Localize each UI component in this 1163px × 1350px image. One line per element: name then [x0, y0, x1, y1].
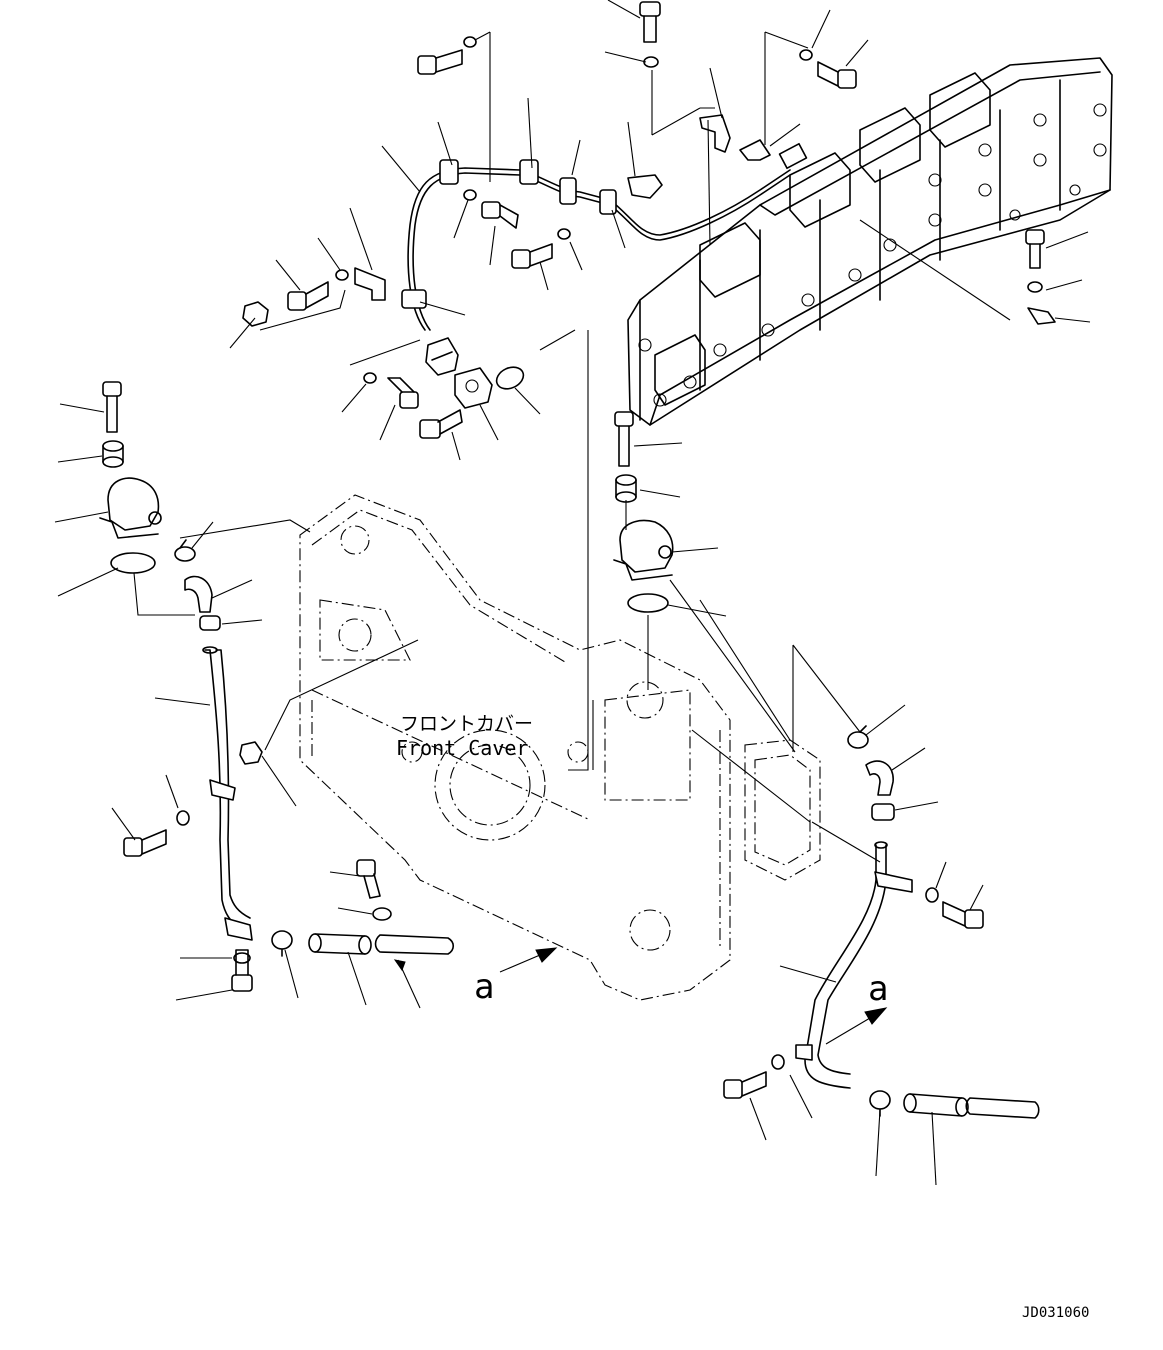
o-ring-icon: [110, 552, 156, 574]
coolant-pipe-left: [202, 646, 253, 941]
front-cover-label-jp: フロントカバー: [400, 713, 533, 735]
rubber-hose: [903, 1093, 969, 1117]
washer-icon: [463, 36, 477, 48]
harness-bracket-right: [699, 114, 731, 153]
bolt-icon: [481, 201, 519, 229]
bolt-icon: [356, 859, 381, 899]
view-marker-left: a: [474, 967, 494, 1007]
harness-bracket-far-right: [739, 139, 771, 161]
bracket-clip-icon: [1027, 307, 1056, 325]
washer-icon: [372, 907, 392, 921]
washer-icon: [1027, 281, 1043, 293]
view-arrow-right: [825, 1007, 888, 1045]
washer-icon: [771, 1054, 785, 1070]
bolt-icon: [1025, 229, 1045, 269]
pipe-fitting: [965, 1097, 1040, 1119]
hose-clamp-icon: [871, 803, 895, 821]
hose-clamp-icon: [271, 930, 293, 957]
hose-clamp-icon: [847, 725, 869, 749]
washer-icon: [335, 269, 349, 281]
drawing-id: JD031060: [1022, 1305, 1089, 1321]
bolt-icon: [639, 1, 661, 43]
hose-clamp-icon: [199, 615, 221, 631]
washer-icon: [925, 887, 939, 903]
pipe-fitting: [374, 934, 455, 972]
rubber-hose: [308, 933, 372, 955]
cylinder-head: [627, 57, 1113, 426]
elbow-hose: [865, 760, 894, 796]
bolt-icon: [417, 49, 463, 75]
washer-icon: [557, 228, 571, 240]
hose-clamp-icon: [174, 539, 196, 562]
view-marker-right: a: [868, 969, 888, 1009]
bolt-icon: [419, 409, 463, 439]
bolt-icon: [387, 377, 419, 409]
thermostat-housing-left: [99, 477, 162, 539]
spacer-collar: [102, 440, 124, 468]
sensor: [425, 337, 459, 376]
bolt-icon: [231, 949, 253, 992]
elbow-hose: [184, 575, 213, 613]
spacer-collar: [615, 474, 637, 503]
washer-icon: [176, 810, 190, 826]
front-cover: [299, 494, 821, 1001]
coolant-pipe-right: [795, 841, 913, 1089]
view-arrow-left: [499, 947, 558, 973]
harness-bracket-left: [354, 267, 386, 301]
washer-icon: [463, 189, 477, 201]
bolt-icon: [614, 411, 634, 467]
leader-lines: [54, 0, 1091, 1186]
bolt-icon: [817, 61, 857, 89]
bolt-icon: [102, 381, 122, 433]
wiring-harness: [401, 142, 808, 331]
bolt-icon: [287, 281, 329, 311]
bolt-icon: [942, 901, 984, 929]
front-cover-label-en: Front Caver: [396, 736, 528, 760]
bolt-icon: [511, 243, 553, 269]
o-ring-icon: [495, 366, 525, 390]
washer-icon: [799, 49, 813, 61]
o-ring-icon: [627, 593, 669, 613]
harness-bracket-mid: [627, 174, 663, 199]
washer-icon: [233, 952, 251, 964]
nut-icon: [239, 741, 263, 765]
bolt-icon: [723, 1071, 767, 1099]
nut-icon: [242, 301, 269, 327]
washer-icon: [643, 56, 659, 68]
sensor-adapter: [454, 367, 493, 409]
washer-icon: [363, 372, 377, 384]
thermostat-housing-right: [613, 519, 674, 581]
bolt-icon: [123, 829, 167, 857]
